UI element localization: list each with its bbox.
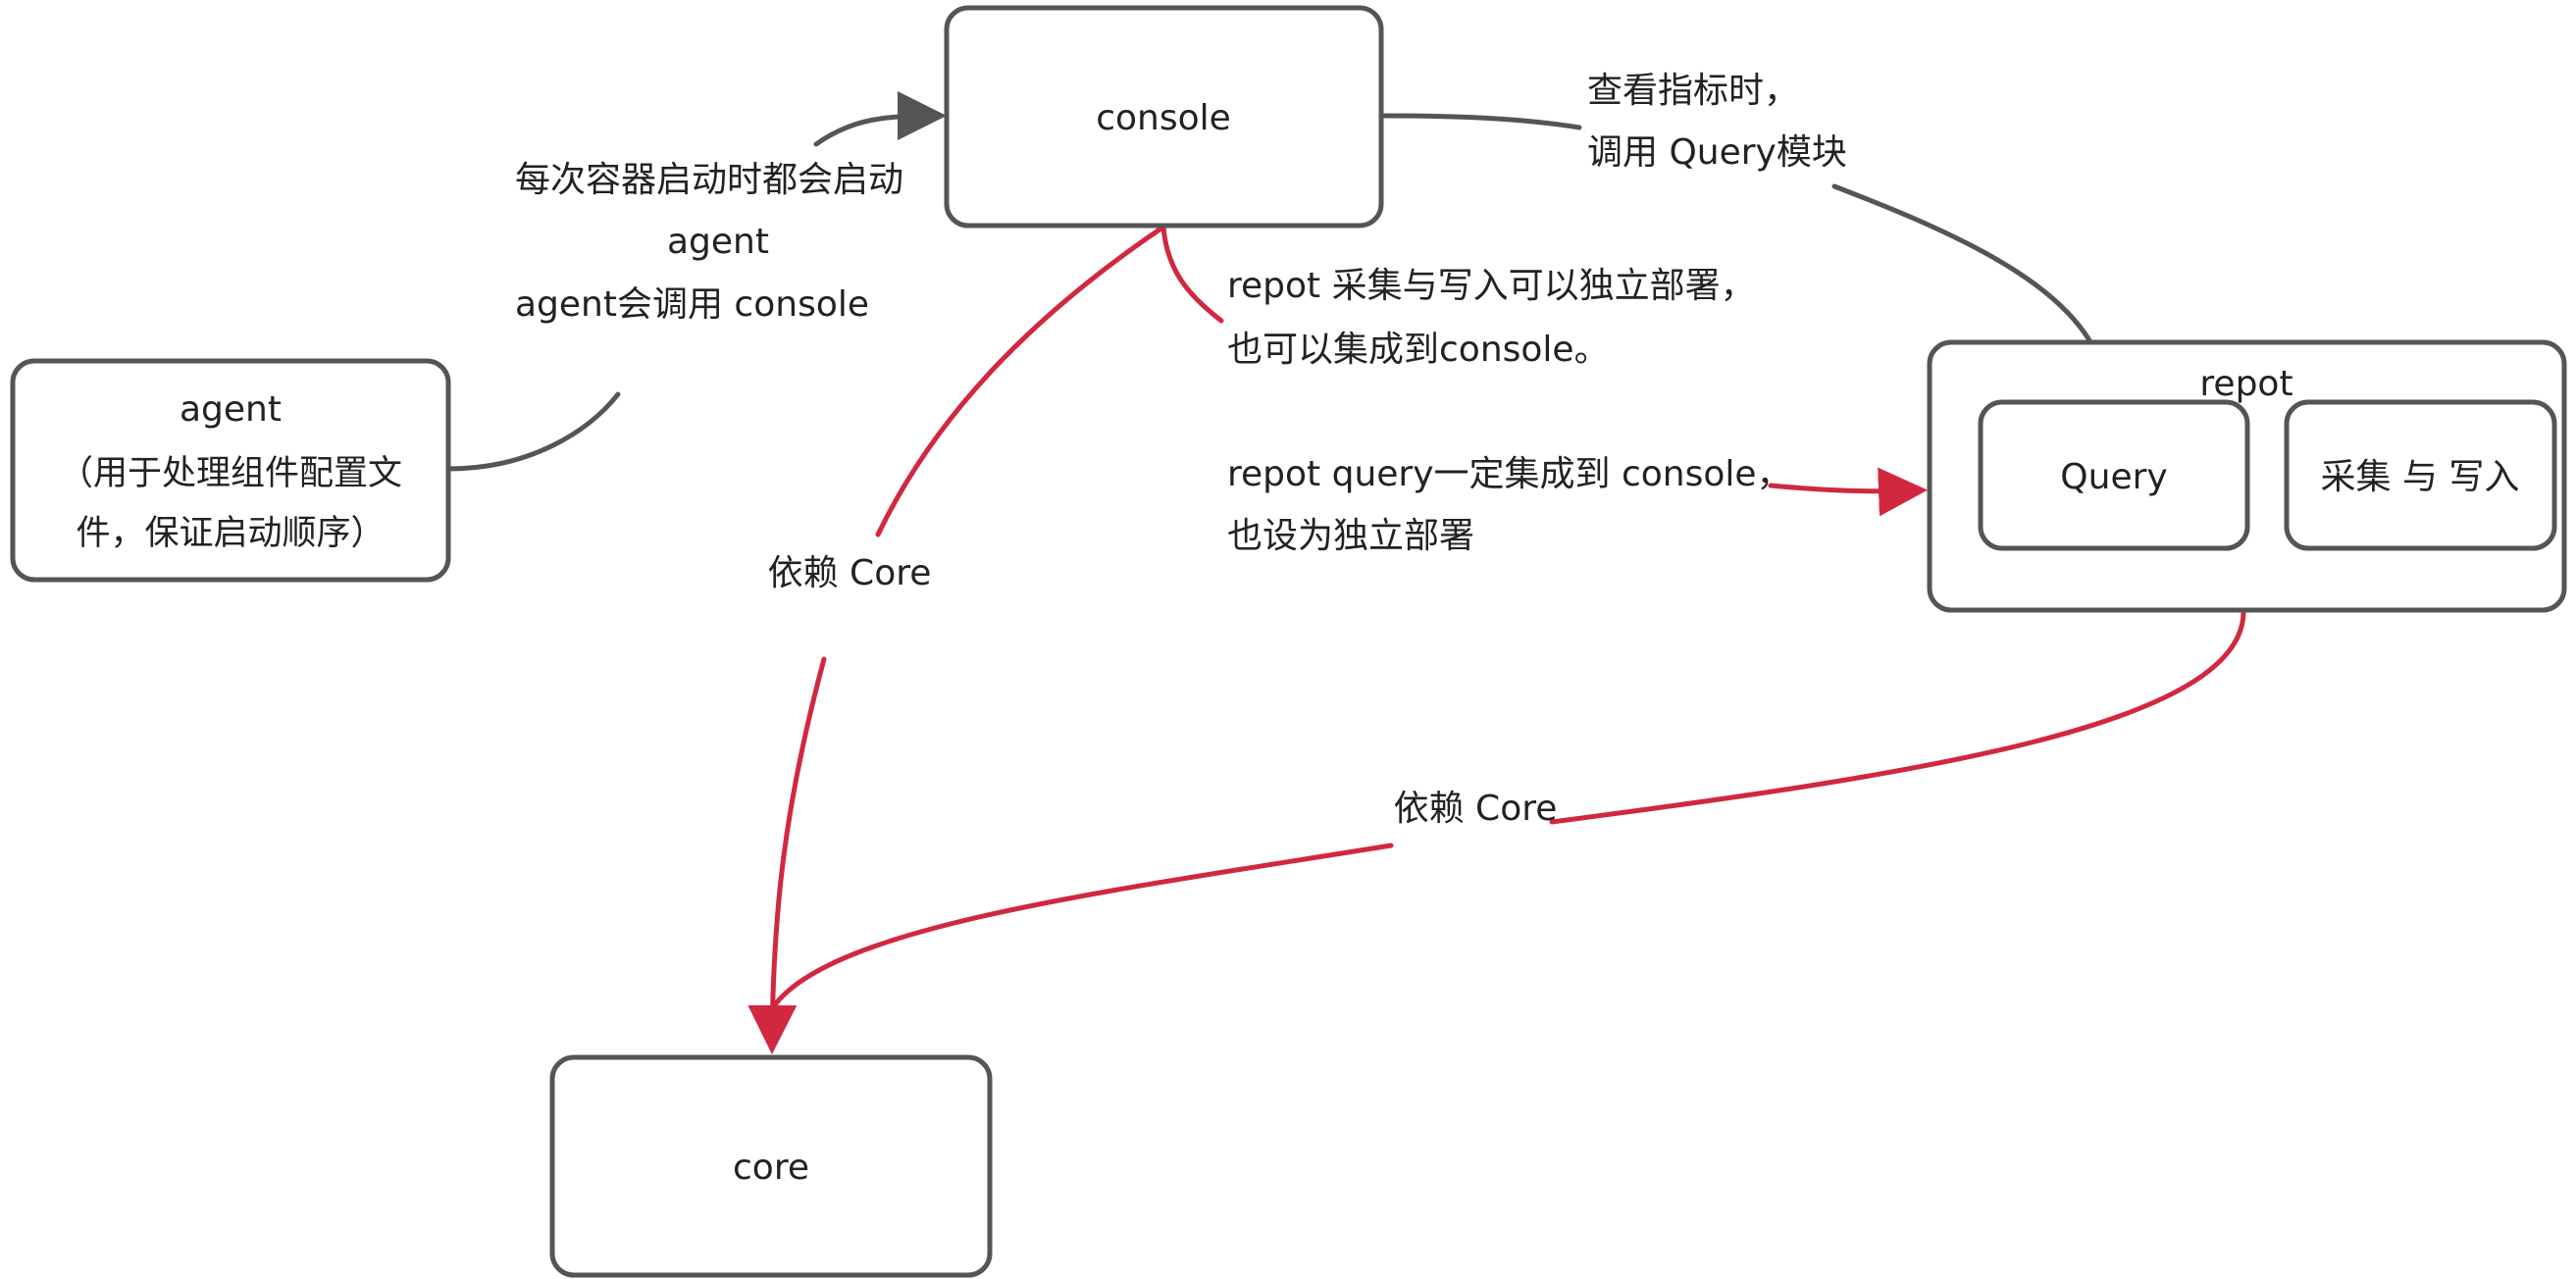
node-query-label: Query xyxy=(2060,457,2167,497)
edge-query-note-to-repot xyxy=(1768,467,1928,517)
edge-console-to-query-upper xyxy=(1381,113,1582,130)
edge-console-to-core-upper xyxy=(875,225,1165,537)
edge-label-agent-to-console-line-2: agent xyxy=(667,222,769,262)
node-agent-label: agent xyxy=(180,389,282,430)
edge-label-agent-to-console: 每次容器启动时都会启动 agent agent会调用 console xyxy=(515,160,903,325)
node-agent-description-line-1: （用于处理组件配置文 xyxy=(59,454,402,493)
edge-console-collect-note xyxy=(1160,225,1224,324)
edge-label-agent-to-console-line-1: 每次容器启动时都会启动 xyxy=(515,160,903,200)
edge-label-collect-note-line-2: 也可以集成到console。 xyxy=(1227,330,1610,370)
edge-label-collect-note-line-1: repot 采集与写入可以独立部署， xyxy=(1227,266,1756,306)
edge-label-query-note-line-2: 也设为独立部署 xyxy=(1227,516,1474,556)
node-core-label: core xyxy=(733,1148,809,1188)
edge-label-console-to-core: 依赖 Core xyxy=(768,553,932,593)
edge-label-console-to-query-line-1: 查看指标时， xyxy=(1587,71,1799,111)
node-console[interactable]: console xyxy=(944,5,1384,229)
node-console-label: console xyxy=(1096,98,1231,138)
edge-label-query-note: repot query一定集成到 console， 也设为独立部署 xyxy=(1227,454,1792,556)
edge-label-console-to-query-line-2: 调用 Query模块 xyxy=(1587,132,1847,173)
node-collect-write-label: 采集 与 写入 xyxy=(2321,457,2520,497)
node-agent-description-line-2: 件，保证启动顺序） xyxy=(76,514,385,553)
edge-label-agent-to-console-line-3: agent会调用 console xyxy=(515,284,869,325)
edge-label-repot-to-core: 依赖 Core xyxy=(1394,789,1558,829)
edge-label-console-to-query: 查看指标时， 调用 Query模块 xyxy=(1587,71,1847,173)
node-core[interactable]: core xyxy=(549,1054,993,1278)
edge-agent-to-console-upper xyxy=(813,91,947,147)
node-repot-label: repot xyxy=(2199,364,2293,404)
edge-repot-to-core-right xyxy=(1549,607,2246,825)
edge-console-to-core-lower xyxy=(747,656,827,1054)
edge-label-collect-note: repot 采集与写入可以独立部署， 也可以集成到console。 xyxy=(1227,266,1756,370)
edge-label-query-note-line-1: repot query一定集成到 console， xyxy=(1227,454,1792,494)
edge-repot-to-core-left xyxy=(768,843,1394,1013)
node-collect-write[interactable]: 采集 与 写入 xyxy=(2284,399,2557,551)
node-agent[interactable]: agent （用于处理组件配置文 件，保证启动顺序） xyxy=(10,358,451,583)
node-query[interactable]: Query xyxy=(1978,399,2250,551)
edge-agent-to-console-lower xyxy=(445,391,621,472)
